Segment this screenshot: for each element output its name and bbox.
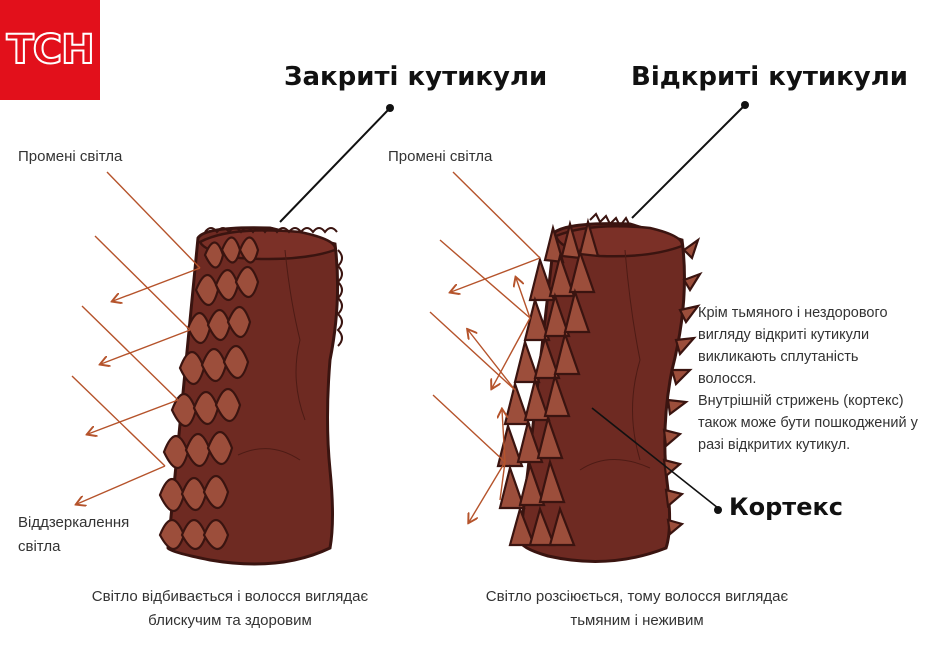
caption-closed-line1: Світло відбивається і волосся виглядає xyxy=(91,588,369,605)
label-cortex: Кортекс xyxy=(729,493,843,521)
hair-closed-cuticles xyxy=(158,226,343,566)
title-open-cuticles: Відкриті кутикули xyxy=(631,62,908,92)
hair-open-cuticles xyxy=(496,212,703,563)
open-cuticles-description: Крім тьмяного і нездорового вигляду відк… xyxy=(698,302,938,456)
description-line: вигляду відкриті кутикули xyxy=(698,327,870,343)
description-line: також може бути пошкоджений у xyxy=(698,415,918,431)
cortex-pointer-line xyxy=(591,407,719,509)
title-closed-cuticles: Закриті кутикули xyxy=(284,62,548,92)
light-rays-left xyxy=(71,171,201,504)
caption-closed: Світло відбивається і волосся виглядає б… xyxy=(80,585,380,633)
caption-open-line2: тьмяним і неживим xyxy=(570,612,704,629)
logo-text: ТСН xyxy=(5,26,95,74)
caption-open-line1: Світло розсіюється, тому волосся вигляда… xyxy=(485,588,789,605)
description-line: Внутрішній стрижень (кортекс) xyxy=(698,393,904,409)
label-reflection-line2: світла xyxy=(18,538,61,555)
label-light-rays-left: Промені світла xyxy=(18,148,123,165)
description-line: викликають сплутаність xyxy=(698,349,859,365)
pointer-line-open xyxy=(631,104,746,219)
label-reflection-line1: Віддзеркалення xyxy=(18,514,130,531)
light-rays-right xyxy=(429,171,541,522)
caption-open: Світло розсіюється, тому волосся вигляда… xyxy=(472,585,802,633)
pointer-line-closed xyxy=(279,107,391,223)
caption-closed-line2: блискучим та здоровим xyxy=(148,612,312,629)
pointer-dot-open xyxy=(741,101,749,109)
description-line: волосся. xyxy=(698,371,757,387)
cortex-pointer-dot xyxy=(714,506,722,514)
description-line: разі відкритих кутикул. xyxy=(698,437,851,453)
pointer-dot-closed xyxy=(386,104,394,112)
description-line: Крім тьмяного і нездорового xyxy=(698,305,888,321)
tsn-logo: ТСН xyxy=(0,0,100,100)
label-light-rays-right: Промені світла xyxy=(388,148,493,165)
